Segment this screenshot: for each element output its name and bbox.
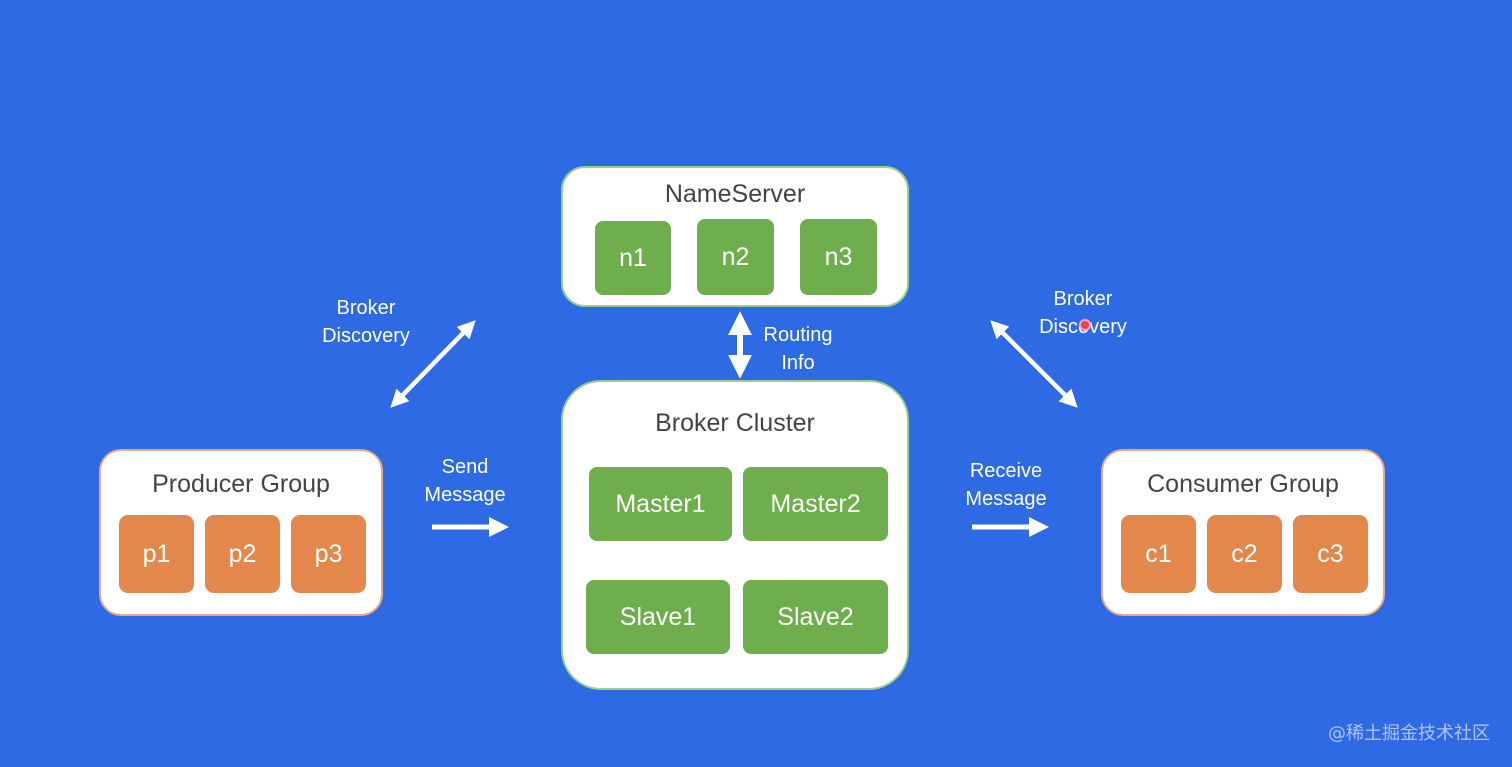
label-line: Send [441,456,489,478]
consumer-member: c1 [1121,515,1196,593]
routing-info-label: Routing Info [746,321,850,377]
send-message-label: Send Message [413,453,517,509]
broker-discovery-left-label: Broker Discovery [306,294,426,350]
receive-message-label: Receive Message [954,457,1058,513]
consumer-group-panel: Consumer Group c1 c2 c3 [1101,449,1385,616]
label-line: Routing [763,324,833,346]
nameserver-panel: NameServer n1 n2 n3 [561,166,909,307]
broker-slave: Slave1 [586,580,730,654]
nameserver-title: NameServer [664,180,806,208]
producer-group-title: Producer Group [152,470,330,498]
broker-slave: Slave2 [743,580,888,654]
label-line: Receive [969,460,1043,482]
producer-member: p2 [205,515,280,593]
label-line: Message [965,488,1047,510]
producer-member: p3 [291,515,366,593]
watermark: @稀土掘金技术社区 [1328,723,1490,744]
nameserver-node: n1 [595,221,671,295]
label-line: Broker [336,297,396,319]
broker-cluster-title: Broker Cluster [655,409,815,437]
broker-discovery-right-label: Broker Discovery [1023,285,1143,341]
label-line: Discovery [322,325,410,347]
label-line: Info [781,352,815,374]
producer-member: p1 [119,515,194,593]
label-line: Broker [1053,288,1113,310]
nameserver-node: n2 [697,219,774,295]
broker-master: Master2 [743,467,888,541]
cursor-highlight-dot [1079,319,1091,331]
consumer-group-title: Consumer Group [1147,470,1339,498]
nameserver-node: n3 [800,219,877,295]
consumer-member: c3 [1293,515,1368,593]
label-line: Message [424,484,506,506]
broker-master: Master1 [589,467,732,541]
consumer-member: c2 [1207,515,1282,593]
broker-cluster-panel: Broker Cluster Master1 Master2 Slave1 Sl… [561,380,909,690]
producer-group-panel: Producer Group p1 p2 p3 [99,449,383,616]
